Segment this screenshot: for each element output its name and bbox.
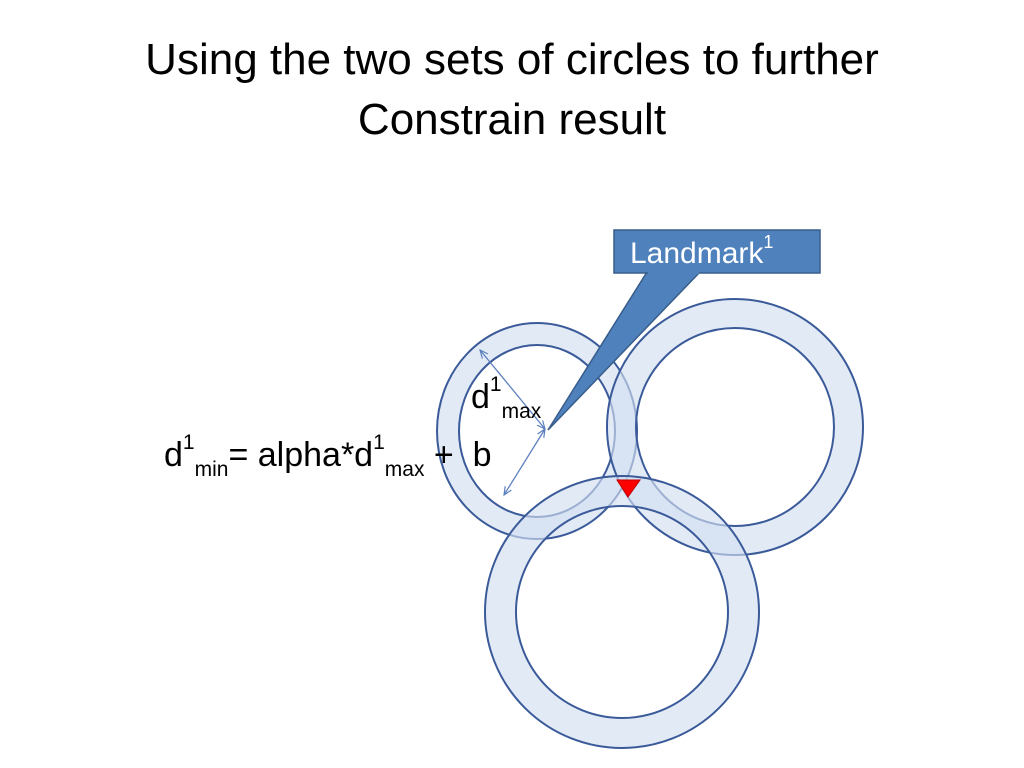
dmax-label: d1max [471, 373, 542, 423]
ring-landmark-2 [606, 297, 864, 557]
title-line-1: Using the two sets of circles to further [145, 35, 879, 84]
dmax-arrow [480, 350, 545, 429]
formula-middle: = alpha*d [228, 436, 373, 474]
dmax-base: d [471, 378, 490, 416]
callout-superscript: 1 [763, 232, 773, 252]
formula-sup-2: 1 [373, 431, 385, 454]
callout-box [613, 229, 821, 274]
callout-label: Landmark [630, 237, 764, 270]
formula-sup-1: 1 [183, 431, 195, 454]
dmax-sup: 1 [490, 373, 502, 396]
dmin-arrow [504, 429, 545, 495]
formula-d: d [164, 436, 183, 474]
intersection-marker [616, 479, 641, 498]
slide-title: Using the two sets of circles to further… [0, 30, 1024, 150]
formula-tail: + b [424, 436, 491, 474]
formula-sub-max: max [385, 458, 425, 481]
svg-text:Landmark1: Landmark1 [630, 232, 773, 270]
landmark-callout: Landmark1 [613, 229, 821, 275]
dmax-sub: max [502, 400, 542, 423]
title-line-2: Constrain result [357, 95, 667, 144]
formula: d1min= alpha*d1max + b [164, 431, 492, 481]
ring-landmark-3 [484, 474, 760, 750]
formula-sub-min: min [195, 458, 229, 481]
